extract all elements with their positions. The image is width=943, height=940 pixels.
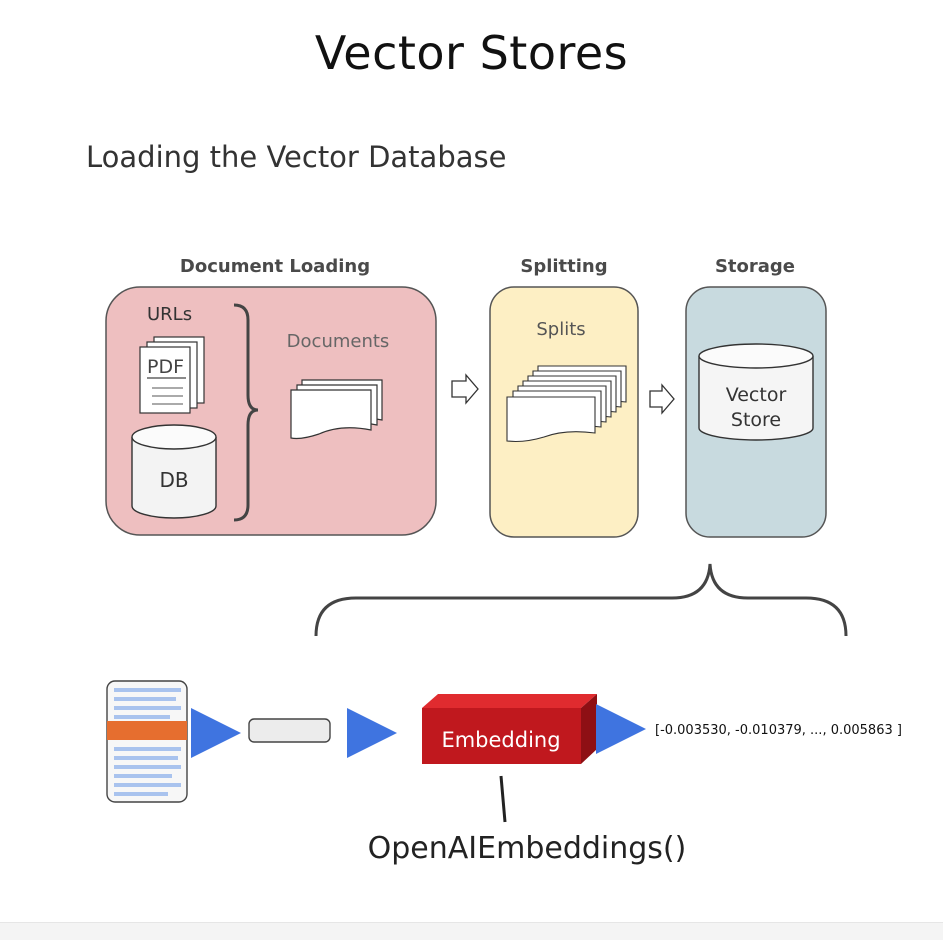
highlighted-chunk xyxy=(107,721,187,740)
splits-stack-icon xyxy=(506,365,627,443)
documents-stack-icon xyxy=(290,379,383,440)
vector-store-label-line1: Vector xyxy=(726,384,787,406)
connector-line xyxy=(499,775,507,823)
storage-brace-icon xyxy=(314,563,848,637)
database-icon: DB xyxy=(131,424,217,519)
openai-embeddings-label: OpenAIEmbeddings() xyxy=(368,831,687,866)
pdf-label: PDF xyxy=(147,356,184,378)
document-chunk-icon xyxy=(106,680,188,803)
chunk-box xyxy=(248,718,331,743)
urls-label: URLs xyxy=(147,304,192,325)
section-label-storage: Storage xyxy=(714,256,796,277)
page-subtitle: Loading the Vector Database xyxy=(86,140,507,174)
flow-arrow-icon xyxy=(649,383,675,415)
embedding-vector-output: [-0.003530, -0.010379, ..., 0.005863 ] xyxy=(655,723,902,738)
pdf-document-icon: PDF xyxy=(139,336,205,414)
curly-brace-icon xyxy=(233,303,259,522)
storage-box: Vector Store xyxy=(685,286,827,538)
splits-label: Splits xyxy=(536,319,585,340)
page-title: Vector Stores xyxy=(314,26,629,80)
documents-label: Documents xyxy=(287,331,390,352)
embedding-label: Embedding xyxy=(441,728,560,752)
vector-store-label-line2: Store xyxy=(731,409,781,431)
embedding-block: Embedding xyxy=(422,694,597,764)
section-label-splitting: Splitting xyxy=(520,256,608,277)
flow-arrow-icon xyxy=(451,373,479,405)
document-loading-box: URLs PDF DB Documents xyxy=(105,286,437,536)
db-label: DB xyxy=(159,468,188,492)
vector-store-icon: Vector Store xyxy=(698,343,814,441)
bottom-band xyxy=(0,922,943,940)
section-label-document-loading: Document Loading xyxy=(179,256,371,277)
splitting-box: Splits xyxy=(489,286,639,538)
